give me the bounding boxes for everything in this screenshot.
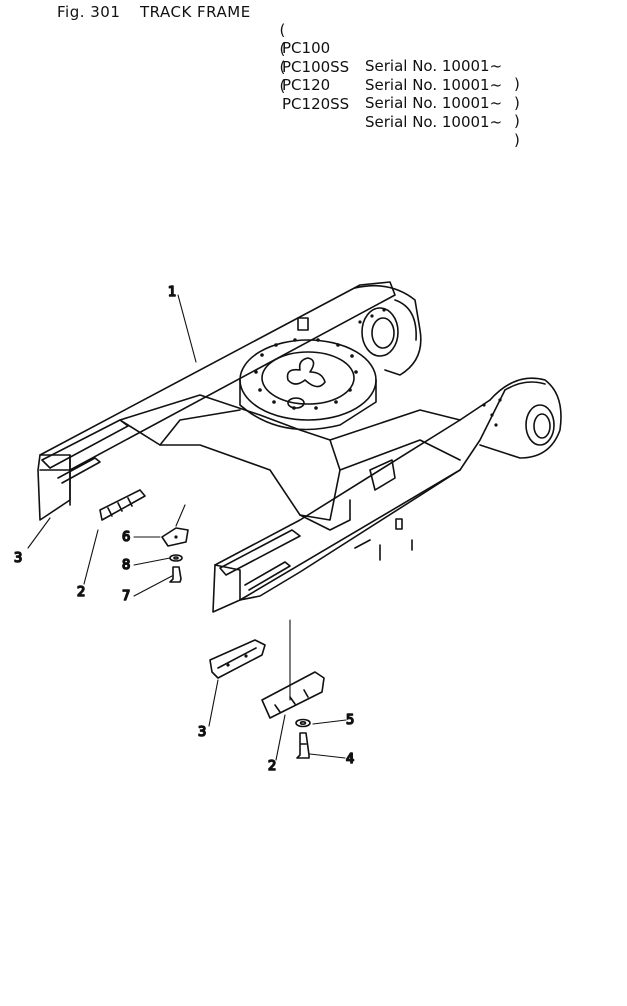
figure-title: TRACK FRAME (140, 3, 251, 21)
callout-7: 7 (122, 589, 130, 604)
open-paren: ( (279, 21, 286, 39)
callout-8: 8 (122, 558, 130, 573)
serial-number: Serial No. 10001~ (365, 94, 503, 112)
close-paren: ) (514, 75, 520, 93)
serial-row: ( PC120 Serial No. 10001~ ) (270, 40, 520, 130)
open-paren: ( (279, 40, 286, 58)
callout-6: 6 (122, 530, 130, 545)
bolt-part (169, 566, 182, 583)
callout-3: 3 (14, 551, 22, 566)
track-frame-part (37, 281, 562, 613)
close-paren: ) (514, 112, 520, 130)
guide-part-lower (209, 639, 266, 679)
model-name: PC100 (282, 39, 331, 57)
serial-number: Serial No. 10001~ (365, 76, 503, 94)
open-paren: ( (279, 77, 286, 95)
close-paren: ) (514, 131, 520, 149)
callout-2-lower: 2 (268, 759, 276, 774)
washer-part-lower (295, 718, 311, 728)
serial-number: Serial No. 10001~ (365, 113, 503, 131)
serial-number: Serial No. 10001~ (365, 57, 503, 75)
figure-number: Fig. 301 (57, 3, 121, 21)
guide-part-rear (99, 489, 146, 521)
guide-part-lower-2 (261, 671, 325, 719)
model-name: PC120 (282, 76, 331, 94)
serial-row: ( PC100 Serial No. 10001~ ) (270, 3, 520, 93)
callout-5: 5 (346, 713, 354, 728)
cover-plate-part (161, 527, 189, 547)
open-paren: ( (279, 58, 286, 76)
callout-3-lower: 3 (198, 725, 206, 740)
serial-row: ( PC120SS Serial No. 10001~ ) (270, 59, 520, 149)
model-name: PC100SS (282, 58, 350, 76)
close-paren: ) (514, 94, 520, 112)
bolt-part-lower (296, 732, 310, 759)
callout-2: 2 (77, 585, 85, 600)
model-name: PC120SS (282, 95, 350, 113)
serial-row: ( PC100SS Serial No. 10001~ ) (270, 22, 520, 112)
washer-part (169, 554, 183, 562)
callout-4: 4 (346, 752, 354, 767)
callout-1: 1 (168, 285, 176, 300)
